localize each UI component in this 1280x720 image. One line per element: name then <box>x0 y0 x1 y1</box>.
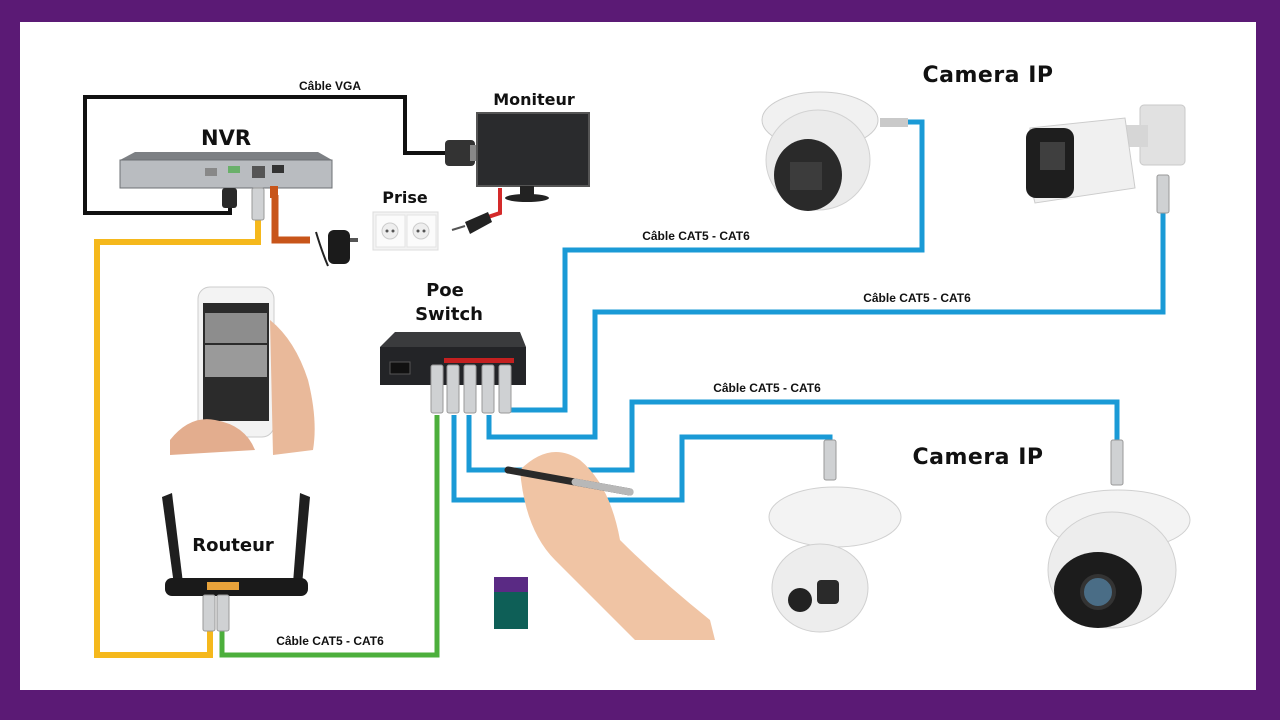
dome-camera-top <box>761 91 908 211</box>
monitor-device <box>445 112 590 202</box>
power-adapter <box>315 230 358 267</box>
smartphone-device <box>170 286 315 455</box>
monitor-plug <box>451 212 492 234</box>
nvr-label: NVR <box>201 126 251 150</box>
app-card <box>494 577 528 629</box>
monitor-label: Moniteur <box>493 90 575 109</box>
router-switch-cable <box>219 415 440 658</box>
cam4-cable-label: Câble CAT5 - CAT6 <box>713 381 821 395</box>
camera-ip-bottom-label: Camera IP <box>912 445 1044 470</box>
switch-cam3-cable <box>451 415 833 503</box>
turret-camera-bottom-right <box>1045 439 1191 629</box>
outlet-label: Prise <box>382 188 428 207</box>
switch-cam1-cable <box>510 119 925 413</box>
vga-cable-label: Câble VGA <box>298 79 362 93</box>
poe-switch-device <box>380 332 526 414</box>
camera-ip-top-label: Camera IP <box>922 63 1054 88</box>
hand-with-pen <box>504 452 715 640</box>
nvr-device <box>119 152 333 221</box>
cam2-cable-label: Câble CAT5 - CAT6 <box>863 291 971 305</box>
switch-cam2-cable <box>486 200 1166 440</box>
outlet-device <box>372 211 439 251</box>
bullet-camera-top <box>1026 104 1186 214</box>
cam1-cable-label: Câble CAT5 - CAT6 <box>642 229 750 243</box>
turret-camera-bottom-left <box>768 439 902 633</box>
router-switch-cable-label: Câble CAT5 - CAT6 <box>276 634 384 648</box>
vga-cable <box>83 95 445 215</box>
poe-switch-label-line2: Switch <box>415 304 483 325</box>
router-device <box>162 493 310 632</box>
nvr-power-cable <box>271 195 310 244</box>
router-label: Routeur <box>192 535 274 556</box>
monitor-power-cable <box>484 188 502 220</box>
switch-cam4-cable <box>466 399 1120 473</box>
nvr-router-cable <box>94 220 261 658</box>
poe-switch-label-line1: Poe <box>426 280 464 301</box>
